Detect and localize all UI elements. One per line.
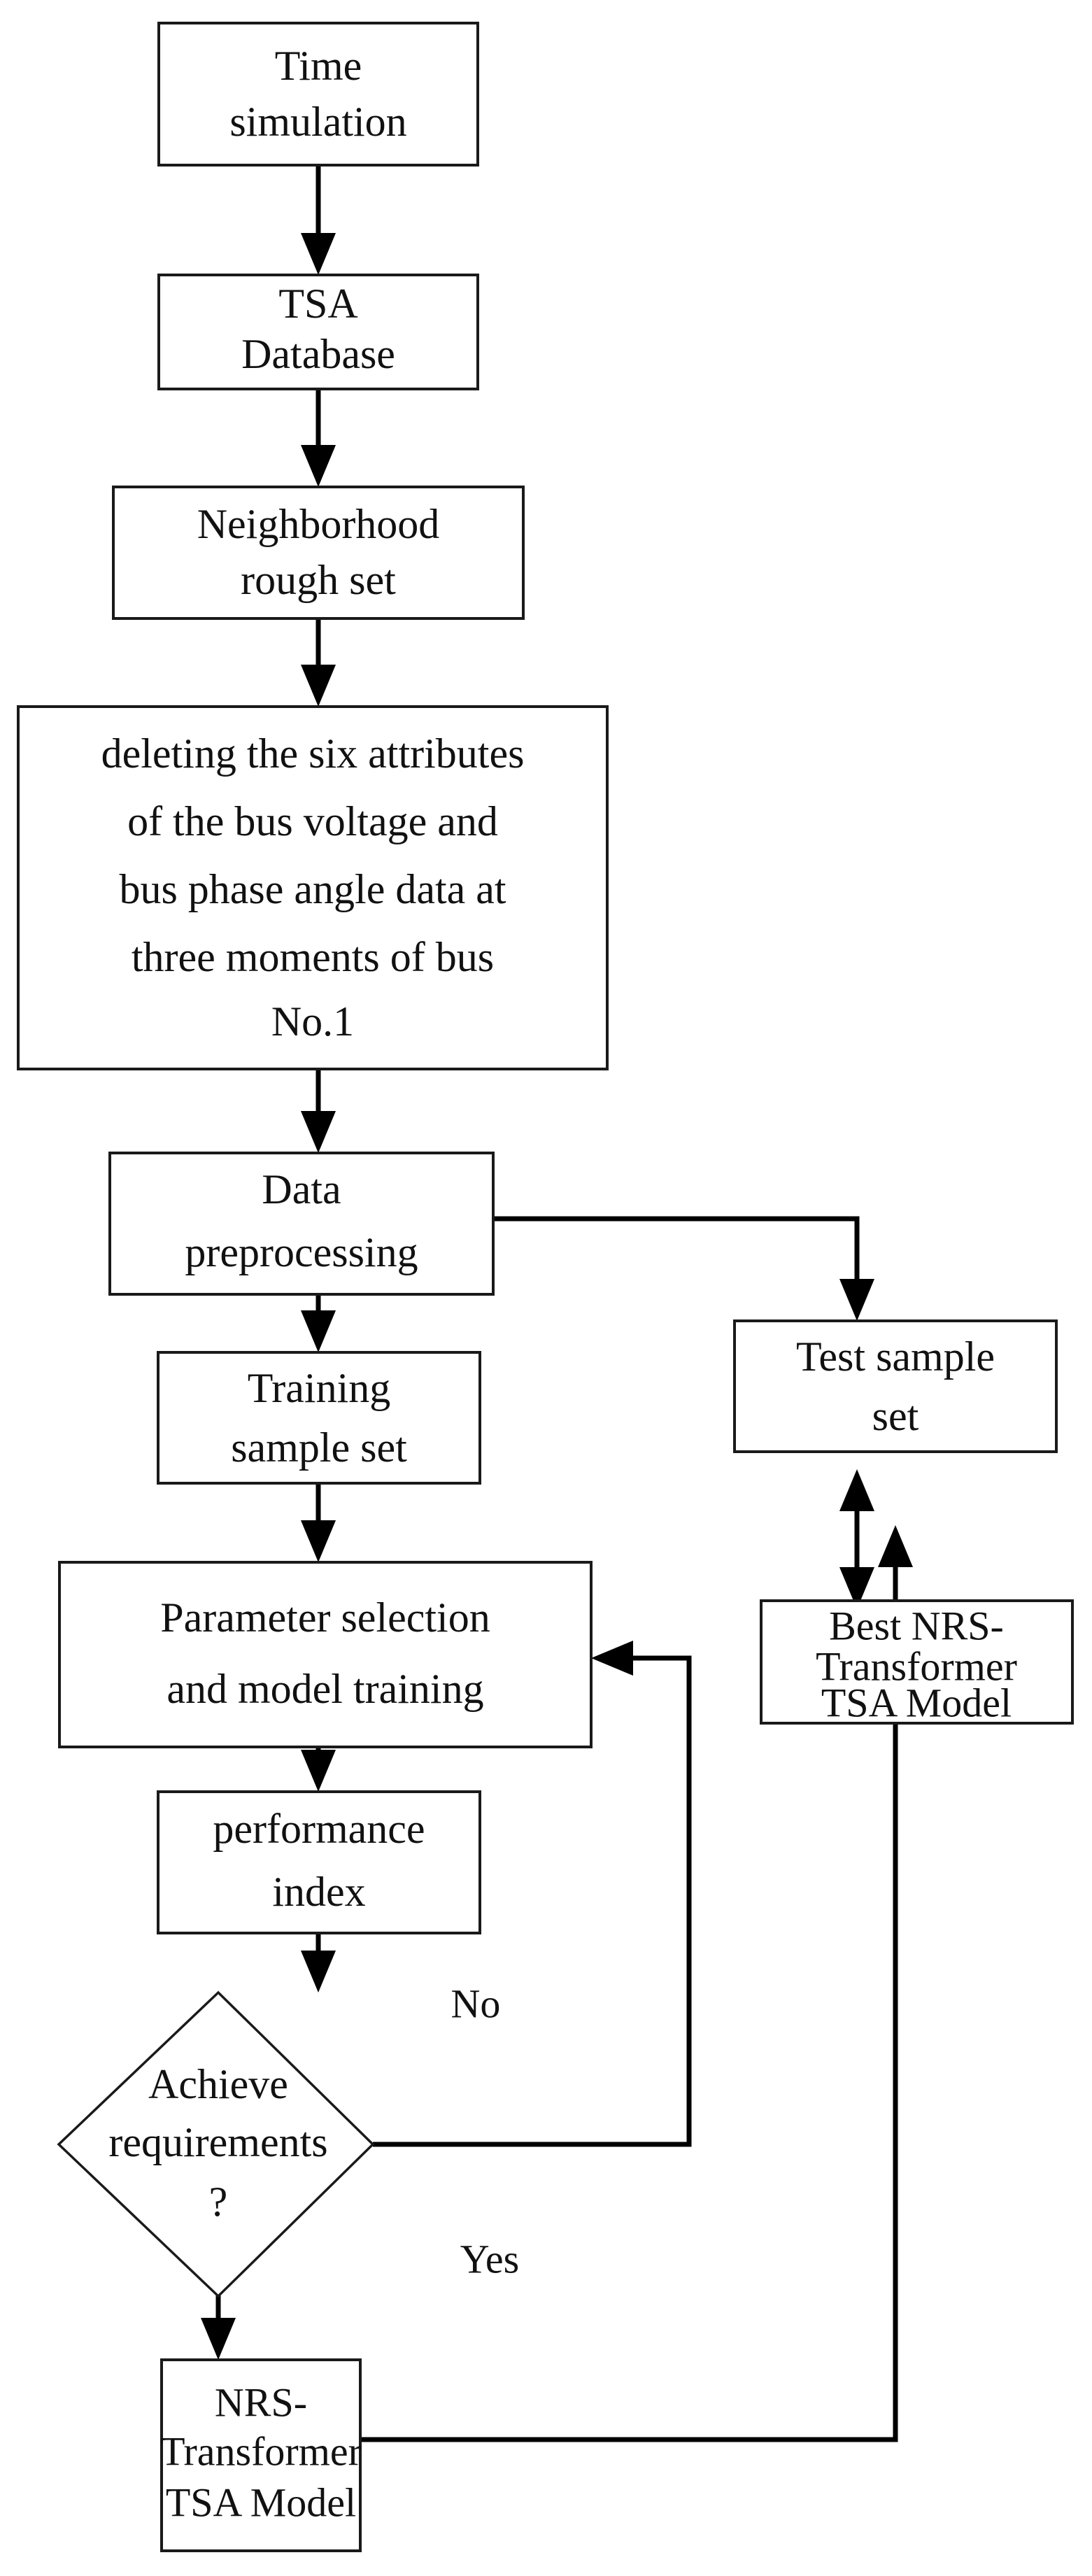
node-best-nrs-model-line-2: Transformer bbox=[816, 1643, 1017, 1689]
node-nrs-tsa-model-line-3: TSA Model bbox=[166, 2479, 356, 2525]
edge-test-sample-set-best-model-bidirectional bbox=[839, 1469, 874, 1609]
node-performance-index-line-1: performance bbox=[213, 1806, 425, 1852]
node-achieve-requirements-line-3: ? bbox=[209, 2179, 228, 2225]
node-performance-index-line-2: index bbox=[272, 1869, 365, 1915]
node-time-simulation[interactable]: Time simulation bbox=[157, 22, 479, 167]
node-nrs-tsa-model-line-1: NRS- bbox=[215, 2379, 307, 2425]
node-data-preprocessing-line-2: preprocessing bbox=[185, 1229, 418, 1275]
node-training-sample-set-line-1: Training bbox=[248, 1365, 391, 1411]
node-test-sample-set-line-2: set bbox=[872, 1393, 919, 1439]
node-performance-index[interactable]: performance index bbox=[157, 1790, 481, 1934]
node-deleting-attributes-line-4: three moments of bus bbox=[132, 934, 494, 980]
node-parameter-selection-line-1: Parameter selection bbox=[160, 1594, 490, 1641]
node-deleting-attributes-line-3: bus phase angle data at bbox=[119, 866, 506, 912]
edge-label-no: No bbox=[451, 1981, 501, 2026]
edge-deleting-attributes-to-data-preprocessing bbox=[301, 1069, 336, 1153]
edge-data-preprocessing-to-training-sample-set bbox=[301, 1294, 336, 1352]
edge-tsa-database-to-neighborhood-rough-set bbox=[301, 389, 336, 487]
node-deleting-attributes[interactable]: deleting the six attributes of the bus v… bbox=[17, 705, 609, 1070]
node-neighborhood-rough-set-line-1: Neighborhood bbox=[197, 501, 440, 547]
edge-label-yes: Yes bbox=[460, 2236, 519, 2281]
node-training-sample-set[interactable]: Training sample set bbox=[157, 1351, 481, 1485]
node-time-simulation-line-2: simulation bbox=[229, 99, 406, 145]
edge-neighborhood-rough-set-to-deleting-attributes bbox=[301, 618, 336, 707]
edge-training-sample-set-to-parameter-selection bbox=[301, 1483, 336, 1562]
node-parameter-selection[interactable]: Parameter selection and model training bbox=[58, 1561, 593, 1748]
node-achieve-requirements-line-2: requirements bbox=[108, 2119, 327, 2165]
edge-performance-index-to-achieve-requirements bbox=[301, 1933, 336, 1993]
edge-parameter-selection-to-performance-index bbox=[301, 1747, 336, 1792]
node-test-sample-set[interactable]: Test sample set bbox=[733, 1319, 1058, 1453]
node-achieve-requirements[interactable]: Achieve requirements ? bbox=[57, 1990, 375, 2298]
node-test-sample-set-line-1: Test sample bbox=[796, 1333, 995, 1380]
node-achieve-requirements-line-1: Achieve bbox=[148, 2061, 288, 2107]
node-deleting-attributes-line-1: deleting the six attributes bbox=[101, 730, 525, 777]
node-best-nrs-model[interactable]: Best NRS- Transformer TSA Model bbox=[760, 1599, 1074, 1725]
node-data-preprocessing[interactable]: Data preprocessing bbox=[108, 1152, 495, 1296]
node-neighborhood-rough-set[interactable]: Neighborhood rough set bbox=[112, 486, 525, 620]
node-best-nrs-model-line-1: Best NRS- bbox=[829, 1603, 1004, 1648]
node-deleting-attributes-line-5: No.1 bbox=[271, 998, 354, 1045]
node-neighborhood-rough-set-line-2: rough set bbox=[241, 557, 396, 603]
node-data-preprocessing-line-1: Data bbox=[262, 1166, 341, 1212]
node-deleting-attributes-line-2: of the bus voltage and bbox=[127, 798, 498, 844]
edge-time-simulation-to-tsa-database bbox=[301, 165, 336, 275]
node-best-nrs-model-line-3: TSA Model bbox=[821, 1680, 1012, 1725]
edge-no-feedback-loop bbox=[373, 1641, 692, 2147]
edge-data-preprocessing-to-test-sample-set bbox=[493, 1216, 874, 1321]
node-tsa-database-line-2: Database bbox=[241, 331, 395, 377]
edge-yes-to-nrs-tsa-model bbox=[201, 2291, 236, 2360]
node-parameter-selection-line-2: and model training bbox=[166, 1666, 483, 1712]
node-nrs-tsa-model-line-2: Transformer bbox=[160, 2428, 362, 2474]
node-time-simulation-line-1: Time bbox=[275, 43, 362, 89]
node-tsa-database-line-1: TSA bbox=[278, 281, 357, 327]
node-tsa-database[interactable]: TSA Database bbox=[157, 274, 479, 390]
node-training-sample-set-line-2: sample set bbox=[231, 1424, 407, 1471]
edge-nrs-tsa-model-to-best-nrs-model bbox=[360, 1525, 913, 2442]
node-nrs-tsa-model[interactable]: NRS- Transformer TSA Model bbox=[160, 2358, 362, 2552]
